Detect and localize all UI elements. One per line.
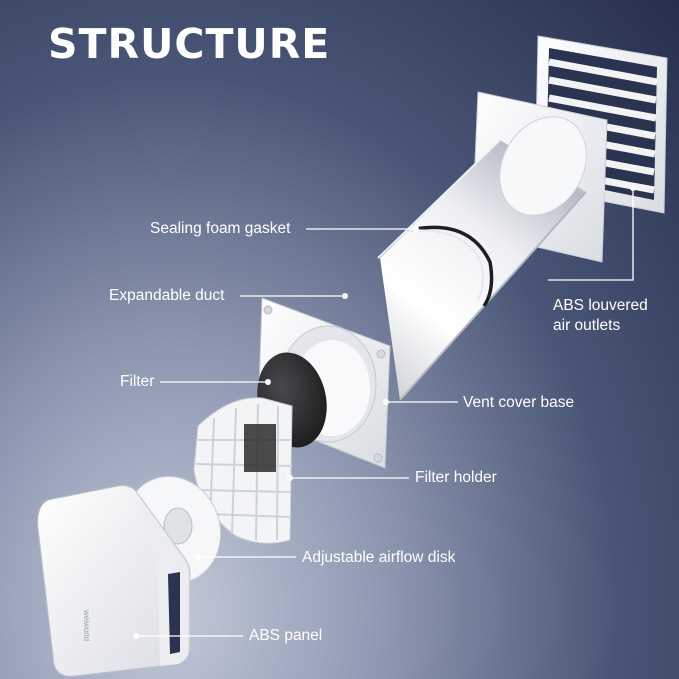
leader-abs-outlets	[548, 188, 634, 281]
label-abs-panel: ABS panel	[249, 627, 323, 644]
label-abs-outlets-line2: air outlets	[553, 317, 621, 334]
label-vent-cover-base: Vent cover base	[463, 394, 575, 411]
brand-logo: weiworld	[82, 609, 91, 641]
abs-front-panel: weiworld	[37, 485, 191, 677]
label-filter-holder: Filter holder	[415, 469, 497, 486]
label-sealing-foam-gasket: Sealing foam gasket	[150, 220, 291, 237]
page-title: STRUCTURE	[48, 20, 331, 68]
label-abs-outlets-line1: ABS louvered	[553, 297, 648, 314]
label-adjustable-airflow-disk: Adjustable airflow disk	[302, 549, 456, 566]
label-filter: Filter	[120, 373, 155, 390]
filter-holder	[193, 397, 293, 544]
sealing-foam-gasket	[407, 225, 494, 307]
label-abs-louvered-outlets: ABS louvered air outlets	[553, 296, 648, 336]
leader-lines	[136, 188, 634, 637]
label-expandable-duct: Expandable duct	[109, 287, 225, 304]
leader-dots	[133, 185, 636, 639]
